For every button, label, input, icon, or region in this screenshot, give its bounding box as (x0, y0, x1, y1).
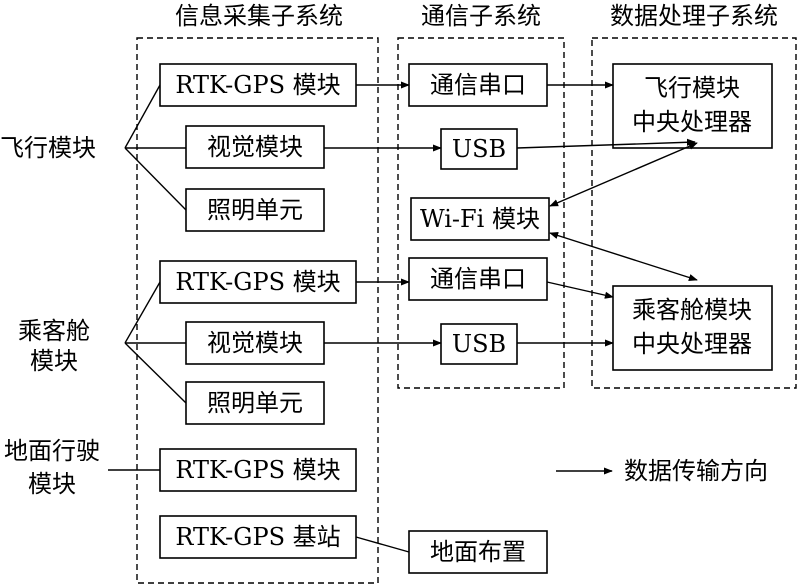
processing-subsystem-title: 数据处理子系统 (610, 2, 778, 30)
flight-cpu-label-line1: 飞行模块 (644, 74, 740, 102)
wifi-box (410, 197, 550, 241)
cabin-light-label: 照明单元 (207, 389, 303, 417)
cabin-cpu-label-line1: 乘客舱模块 (632, 296, 752, 324)
flight-vision-label: 视觉模块 (207, 133, 303, 161)
serial-2-to-cabin-cpu-arrow (546, 281, 614, 299)
cabin-to-rtk-line (124, 281, 161, 344)
flight-cpu-label-line2: 中央处理器 (632, 108, 752, 136)
legend-label: 数据传输方向 (624, 457, 768, 485)
processing-subsystem-frame (591, 37, 797, 389)
ground-layout-label: 地面布置 (430, 538, 526, 566)
serial-port-2-label: 通信串口 (430, 265, 526, 293)
flight-light-label: 照明单元 (207, 196, 303, 224)
wifi-flight-cpu-link (549, 142, 698, 207)
cabin-vision-label: 视觉模块 (207, 329, 303, 357)
cabin-to-light-line (124, 342, 187, 404)
ground-module-label-line2: 模块 (28, 470, 76, 498)
flight-light-box (185, 188, 325, 232)
rtk-base-label: RTK-GPS 基站 (175, 523, 340, 551)
usb-2-box (440, 323, 518, 365)
flight-vision-box (185, 125, 325, 169)
ground-module-label-line1: 地面行驶 (4, 437, 100, 465)
wifi-cabin-cpu-link (549, 232, 698, 281)
flight-rtk-label: RTK-GPS 模块 (175, 71, 340, 99)
wifi-label: Wi-Fi 模块 (420, 205, 540, 233)
serial-port-2-box (408, 257, 548, 301)
flight-to-rtk-line (124, 84, 161, 149)
cabin-vision-box (185, 321, 325, 365)
flight-module-label: 飞行模块 (0, 134, 96, 162)
flight-to-light-line (124, 147, 187, 211)
rtk-base-box (159, 515, 357, 559)
serial-port-1-label: 通信串口 (430, 71, 526, 99)
passenger-module-label-line1: 乘客舱 (18, 317, 90, 345)
serial-port-1-box (408, 63, 548, 107)
ground-rtk-label: RTK-GPS 模块 (175, 456, 340, 484)
comm-subsystem-title: 通信子系统 (421, 2, 541, 30)
flight-rtk-box (159, 63, 357, 107)
info-subsystem-frame (136, 37, 379, 584)
flight-cpu-box (612, 63, 773, 149)
info-subsystem-title: 信息采集子系统 (175, 2, 343, 30)
comm-subsystem-frame (397, 37, 565, 389)
cabin-rtk-box (159, 260, 357, 304)
ground-rtk-box (159, 448, 357, 492)
rtk-base-to-ground-layout-line (355, 536, 410, 553)
cabin-cpu-label-line2: 中央处理器 (632, 330, 752, 358)
usb-2-label: USB (452, 330, 506, 358)
cabin-cpu-box (612, 285, 773, 371)
cabin-rtk-label: RTK-GPS 模块 (175, 268, 340, 296)
cabin-light-box (185, 381, 325, 425)
usb-1-label: USB (452, 135, 506, 163)
passenger-module-label-line2: 模块 (30, 347, 78, 375)
